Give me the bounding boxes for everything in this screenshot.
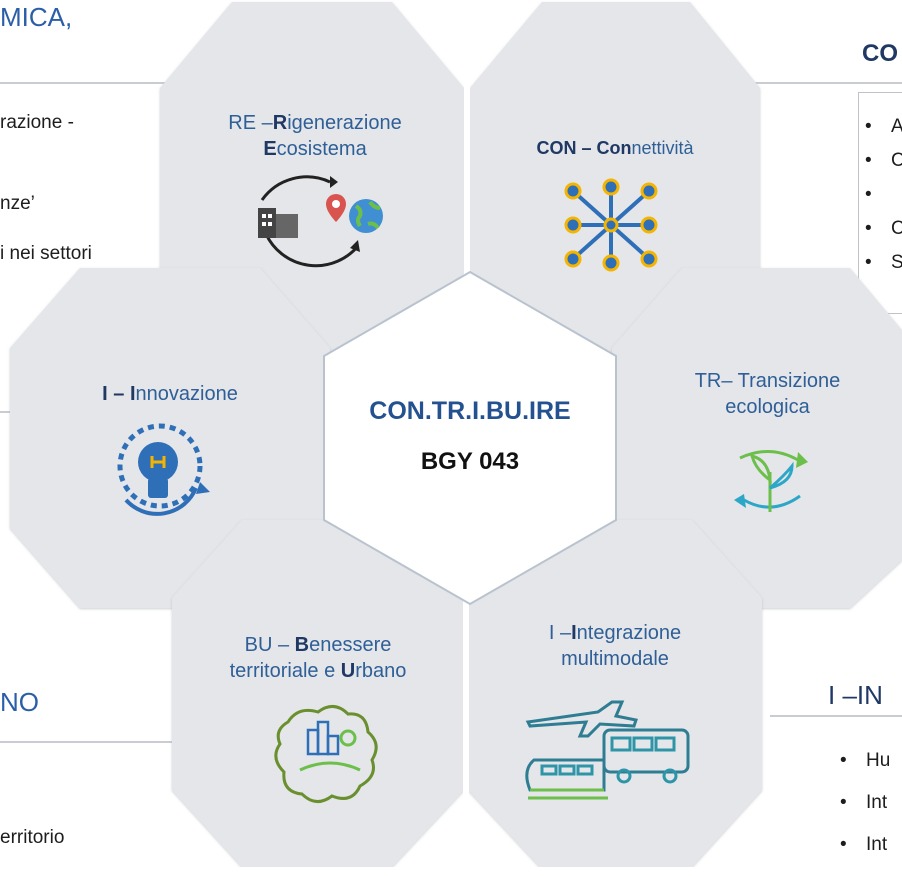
label-rest: enessere — [309, 634, 392, 656]
center-title: CON.TR.I.BU.IRE — [369, 397, 571, 425]
hex-label-bu: BU – Benessere territoriale e Urbano — [180, 632, 456, 684]
left-line-bottom: erritorio — [0, 827, 65, 848]
hexagon-int — [468, 520, 762, 867]
list-item: A — [865, 116, 902, 150]
list-item: Hu — [840, 750, 890, 792]
label-rest: nnovazione — [135, 383, 238, 405]
ecosystem-regeneration-icon — [258, 175, 383, 268]
label-bold: B — [294, 634, 310, 656]
hex-label-tr: TR– Transizione ecologica — [650, 368, 885, 420]
divider — [755, 82, 902, 84]
right-heading-bottom: I –IN — [828, 680, 883, 710]
label-prefix: CON – — [536, 138, 597, 158]
right-bullet-list-bottom: Hu Int Int — [840, 750, 890, 876]
label-bold: I — [129, 383, 136, 405]
list-item: C — [865, 218, 902, 252]
label-bold: R — [272, 112, 288, 134]
divider — [0, 82, 200, 84]
list-item: Int — [840, 834, 890, 876]
left-line-3: i nei settori — [0, 243, 92, 264]
left-heading-top: MICA, — [0, 2, 73, 32]
label-rest: cosistema — [276, 138, 367, 160]
urban-territory-map-icon — [274, 705, 378, 803]
center-subtitle: BGY 043 — [420, 448, 520, 475]
label-prefix: BU – — [244, 634, 295, 656]
label-bold: E — [263, 138, 277, 160]
hexagon-bu — [172, 520, 464, 867]
list-item: Int — [840, 792, 890, 834]
left-line-2: nze’ — [0, 193, 35, 214]
label-bold: U — [340, 660, 356, 682]
right-bullet-list-top: A C C S — [865, 116, 902, 286]
label-prefix: I – — [548, 622, 572, 644]
label-rest: nettività — [631, 138, 694, 158]
label-line2: ecologica — [725, 396, 810, 418]
label-rest: igenerazione — [287, 112, 402, 134]
hex-label-inn: I – Innovazione — [45, 381, 295, 407]
label-line2: multimodale — [561, 648, 669, 670]
label-prefix: I – — [102, 383, 130, 405]
innovation-lightbulb-gear-icon — [117, 423, 210, 516]
hex-label-int: I –Integrazione multimodale — [490, 620, 740, 672]
divider — [0, 741, 190, 743]
label-bold: Con — [596, 138, 632, 158]
label-prefix: territoriale e — [229, 660, 341, 682]
left-line-1: razione - — [0, 112, 74, 133]
right-heading-top: CO — [862, 40, 898, 67]
recycle-plant-icon — [734, 450, 808, 512]
label-prefix: RE – — [228, 112, 273, 134]
list-item: S — [865, 252, 902, 286]
label-rest: ntegrazione — [576, 622, 682, 644]
hex-label-con: CON – Connettività — [490, 137, 740, 160]
hex-label-re: RE –Rigenerazione Ecosistema — [190, 110, 440, 162]
divider — [770, 715, 902, 717]
label-bold: I — [571, 622, 577, 644]
list-item: C — [865, 150, 902, 184]
network-nodes-icon — [564, 178, 658, 272]
label-rest: rbano — [355, 660, 407, 682]
center-hexagon — [323, 270, 617, 606]
label-line1: TR– Transizione — [694, 370, 841, 392]
left-heading-bottom: NO — [0, 687, 39, 717]
multimodal-transport-icon — [525, 700, 690, 800]
